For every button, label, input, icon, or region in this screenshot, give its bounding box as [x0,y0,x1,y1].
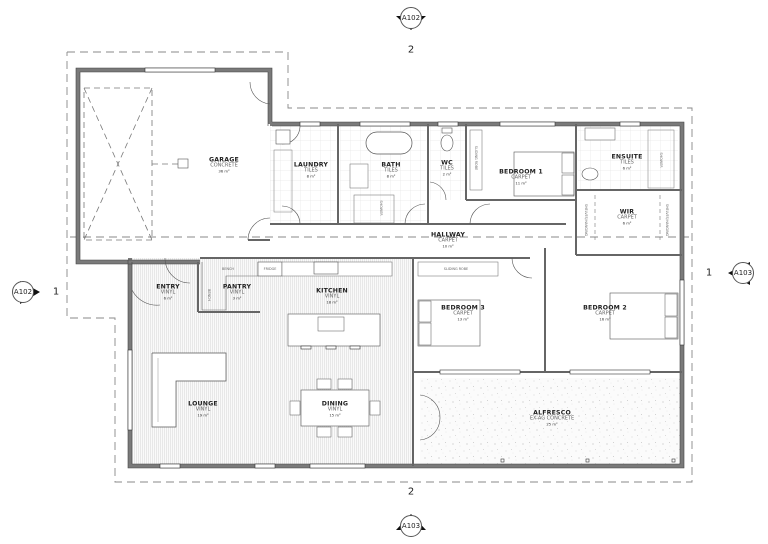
room-name: KITCHEN [316,287,348,295]
shelving-label: SHELVES/HANGING [665,203,669,237]
room-finish: VINYL [229,289,245,296]
room-lounge: LOUNGE VINYL 19 m² [188,400,218,417]
section-marker-top[interactable]: A102 [400,7,422,29]
room-name: LAUNDRY [293,161,329,169]
alfresco-floor [420,378,684,468]
room-name: BEDROOM 3 [441,304,485,312]
room-name: LOUNGE [188,400,218,408]
room-area: 16 m² [599,316,611,322]
section-ref: A103 [401,522,421,530]
room-entry: ENTRY VINYL 6 m² [156,283,180,300]
room-name: PANTRY [222,283,252,291]
room-name: ENTRY [156,283,180,291]
room-bath: BATH TILES 8 m² [381,161,400,178]
room-area: 6 m² [622,165,632,171]
room-finish: TILES [384,167,398,174]
room-finish: CARPET [438,237,458,244]
room-bedroom2: BEDROOM 2 CARPET 16 m² [583,304,627,321]
garage-door-swing [83,87,178,241]
room-area: 8 m² [306,173,316,179]
room-alfresco: ALFRESCO EX-AG CONCRETE 25 m² [530,409,574,426]
room-finish: CONCRETE [210,162,238,169]
grid-label-right: 1 [705,267,713,279]
room-laundry: LAUNDRY TILES 8 m² [294,161,328,178]
shelving-label: SHELVES/HANGING [584,203,588,237]
room-finish: CARPET [453,310,473,317]
room-dining: DINING VINYL 15 m² [322,400,348,417]
section-marker-bottom[interactable]: A103 [400,515,422,537]
section-marker-right[interactable]: A103 [732,262,754,284]
room-name: BEDROOM 2 [583,304,627,312]
room-name: WC [441,159,453,167]
section-ref: A102 [401,14,421,22]
room-area: 6 m² [163,295,173,301]
room-name: WIR [619,208,635,216]
sliding-robe-label: SLIDING ROBE [474,145,478,171]
bench-label-vertical: BENCH [207,289,211,301]
room-finish: CARPET [617,214,637,221]
boundary-dashed-line [66,51,693,483]
room-finish: VINYL [195,406,211,413]
room-area: 11 m² [515,180,527,186]
room-name: ENSUITE [611,153,643,161]
room-area: 36 m² [218,168,230,174]
room-wir: WIR CARPET 6 m² [617,208,637,225]
room-name: ALFRESCO [533,409,571,417]
grid-label-bottom: 2 [407,486,415,498]
room-name: DINING [321,400,349,408]
shower-label: SHOWER [659,152,663,168]
fridge-label: FRIDGE [263,267,277,271]
room-finish: EX-AG CONCRETE [529,415,575,422]
room-ensuite: ENSUITE TILES 6 m² [611,153,642,170]
room-area: 2 m² [442,171,452,177]
room-area: 18 m² [326,299,338,305]
room-finish: TILES [304,167,318,174]
shower-label: SHOWER [379,200,383,216]
room-area: 19 m² [197,412,209,418]
room-area: 13 m² [457,316,469,322]
sliding-robe-label: SLIDING ROBE [443,267,469,271]
room-finish: VINYL [327,406,343,413]
grid-label-top: 2 [407,44,415,56]
room-area: 25 m² [546,421,558,427]
room-name: BATH [381,161,401,169]
room-name: GARAGE [209,156,239,164]
section-ref: A103 [733,269,753,277]
room-finish: TILES [440,165,454,172]
room-area: 6 m² [622,220,632,226]
grid-label-left: 1 [52,286,60,298]
room-area: 3 m² [232,295,242,301]
section-marker-left[interactable]: A102 [12,281,34,303]
room-name: HALLWAY [431,231,465,239]
bench-label: BENCH [222,267,234,271]
room-finish: CARPET [511,174,531,181]
room-finish: CARPET [595,310,615,317]
room-finish: TILES [620,159,634,166]
room-area: 15 m² [329,412,341,418]
room-bedroom1: BEDROOM 1 CARPET 11 m² [499,168,543,185]
room-pantry: PANTRY VINYL 3 m² [223,283,251,300]
room-garage: GARAGE CONCRETE 36 m² [209,156,239,173]
room-area: 8 m² [386,173,396,179]
room-hallway: HALLWAY CARPET 10 m² [431,231,465,248]
room-wc: WC TILES 2 m² [440,159,454,176]
room-name: BEDROOM 1 [499,168,543,176]
room-kitchen: KITCHEN VINYL 18 m² [316,287,348,304]
room-finish: VINYL [160,289,176,296]
room-finish: VINYL [324,293,340,300]
section-ref: A102 [13,288,33,296]
room-bedroom3: BEDROOM 3 CARPET 13 m² [441,304,485,321]
room-area: 10 m² [442,243,454,249]
